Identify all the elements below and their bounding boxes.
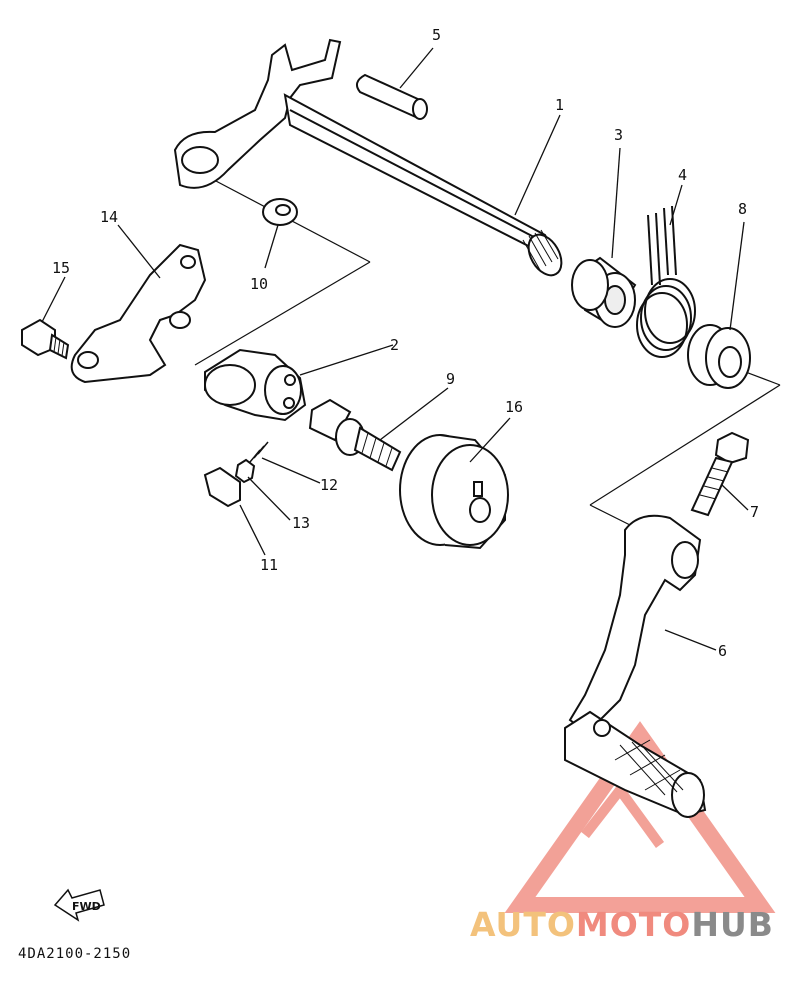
callout-13: 13 — [292, 514, 310, 532]
watermark-hub: HUB — [691, 905, 774, 944]
watermark-logo-icon — [504, 721, 776, 913]
fwd-label: FWD — [72, 900, 101, 913]
watermark-moto: MOTO — [575, 905, 692, 944]
callout-16: 16 — [505, 398, 523, 416]
collar-part — [571, 256, 637, 328]
spring-part — [636, 205, 696, 358]
bolt-15-part — [21, 318, 70, 360]
callout-10: 10 — [250, 275, 268, 293]
callout-12: 12 — [320, 476, 338, 494]
pin-part — [355, 73, 428, 120]
callout-11: 11 — [260, 556, 278, 574]
bolt-7-part — [690, 431, 750, 517]
leader-lines — [41, 47, 749, 651]
stud-bolt-part — [308, 398, 402, 472]
washer-part — [262, 198, 298, 226]
callout-5: 5 — [432, 26, 441, 44]
callout-15: 15 — [52, 259, 70, 277]
pawl-part — [203, 466, 241, 508]
callout-14: 14 — [100, 208, 118, 226]
watermark-auto: AUTO — [470, 905, 576, 944]
callout-8: 8 — [738, 200, 747, 218]
stopper-plate-part — [70, 243, 207, 384]
small-spring-part — [249, 441, 269, 463]
callout-labels: 1 2 3 4 5 6 7 8 9 10 11 12 13 14 15 16 — [52, 26, 759, 660]
callout-1: 1 — [555, 96, 564, 114]
fwd-arrow-icon: FWD — [53, 888, 105, 922]
watermark-text: AUTOMOTOHUB — [470, 905, 774, 944]
roller-part — [234, 458, 256, 484]
shift-lever-part — [204, 348, 307, 422]
shift-pedal-part — [564, 514, 707, 818]
shift-shaft-part — [173, 38, 563, 277]
callout-4: 4 — [678, 166, 687, 184]
callout-7: 7 — [750, 503, 759, 521]
drum-segment-part — [399, 434, 509, 550]
callout-2: 2 — [390, 336, 399, 354]
callout-6: 6 — [718, 642, 727, 660]
callout-9: 9 — [446, 370, 455, 388]
callout-3: 3 — [614, 126, 623, 144]
oil-seal-part — [687, 324, 751, 389]
part-code: 4DA2100-2150 — [18, 946, 132, 962]
